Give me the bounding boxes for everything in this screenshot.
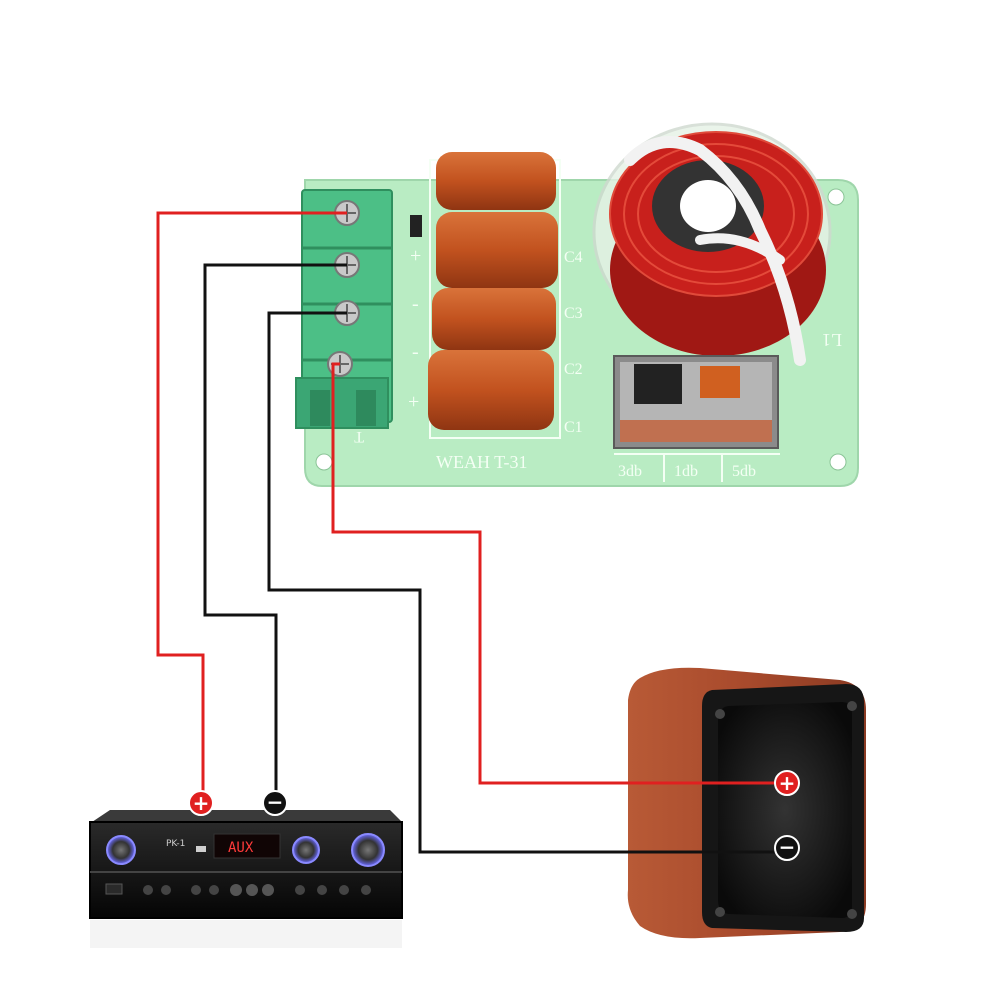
positive-wire-amp [156, 211, 347, 800]
horn-speaker [627, 667, 866, 939]
treble-knob[interactable] [351, 833, 385, 867]
amplifier: PK-1 AUX [89, 810, 403, 948]
positive-wire-speaker [331, 362, 782, 785]
attenuation-label: 1db [674, 463, 698, 480]
capacitor [432, 288, 556, 350]
plus-icon: + [193, 791, 210, 815]
display-readout: AUX [228, 840, 254, 856]
attenuation-label: 5db [732, 463, 756, 480]
volume-knob[interactable] [106, 835, 136, 865]
crossover-board: + - - + T C4 C3 C2 C1 WEAH T-31 [295, 122, 859, 487]
brand-label: PK-1 [166, 839, 185, 849]
capacitor-label: C4 [564, 249, 583, 266]
screw-icon [847, 701, 857, 711]
mounting-hole [827, 188, 845, 206]
amp-reflection [90, 920, 402, 948]
speaker-positive-terminal: + [774, 770, 800, 796]
capacitor [436, 152, 556, 210]
coil-label: L1 [822, 330, 842, 350]
minus-icon: − [779, 835, 796, 859]
screw-icon [715, 709, 725, 719]
horn-mouth [718, 702, 852, 918]
polarity-mark: + [410, 245, 421, 267]
mounting-hole [829, 453, 847, 471]
capacitor-label: C2 [564, 361, 583, 378]
plus-icon: + [779, 771, 796, 795]
capacitor [436, 212, 558, 288]
capacitor-label: C3 [564, 305, 583, 322]
attenuation-switch[interactable] [613, 355, 779, 449]
speaker-negative-terminal: − [774, 835, 800, 861]
display-panel [213, 833, 281, 859]
minus-icon: − [267, 790, 284, 814]
bass-knob[interactable] [292, 836, 320, 864]
terminal-block [295, 189, 422, 429]
attenuation-label: 3db [618, 463, 642, 480]
amp-negative-terminal: − [262, 790, 288, 816]
polarity-mark: - [412, 341, 419, 363]
negative-wire-amp [203, 263, 347, 800]
screw-icon [715, 907, 725, 917]
capacitor [428, 350, 554, 430]
input-jacks [105, 883, 371, 896]
negative-wire-speaker [267, 311, 782, 854]
amp-top-panel [92, 810, 402, 822]
amp-positive-terminal: + [188, 790, 214, 816]
polarity-mark: - [412, 293, 419, 315]
wiring [156, 211, 782, 854]
inductor-coil [592, 122, 832, 366]
input-label: T [354, 428, 364, 445]
polarity-mark: + [408, 391, 419, 413]
model-label: WEAH T-31 [436, 452, 528, 472]
screw-icon [847, 909, 857, 919]
mounting-hole [315, 453, 333, 471]
capacitor-label: C1 [564, 419, 583, 436]
